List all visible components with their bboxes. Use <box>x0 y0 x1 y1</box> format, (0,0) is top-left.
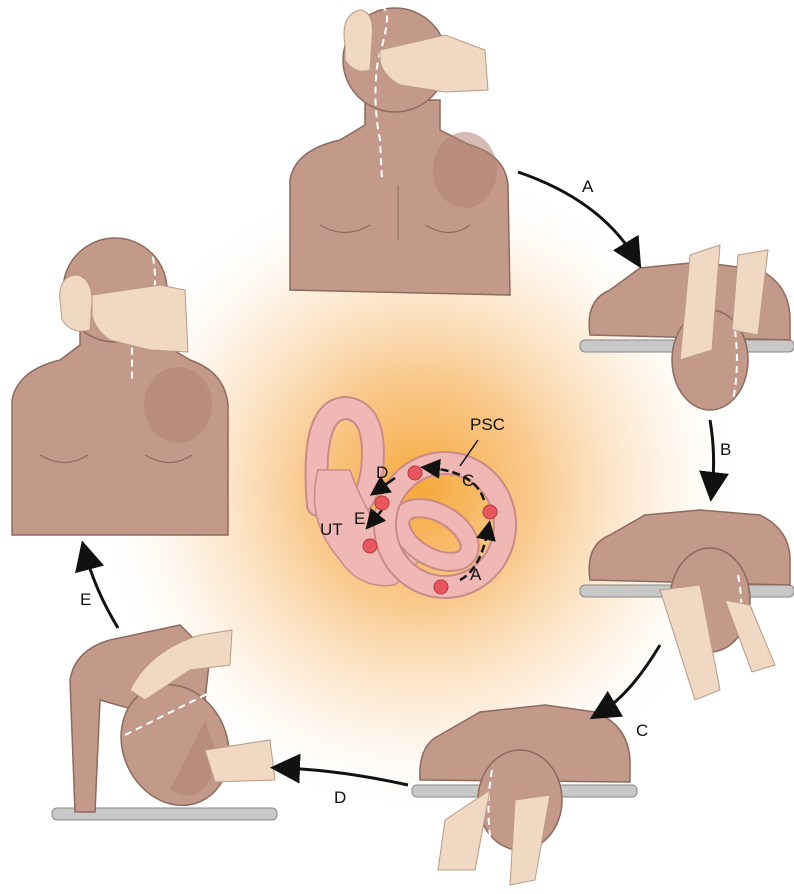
path-label-a: A <box>470 565 482 584</box>
path-label-c: C <box>462 471 474 490</box>
figure-seated-head-turned <box>290 8 510 295</box>
otoconia-particle <box>363 539 377 553</box>
otoconia-particle <box>434 580 448 594</box>
otoconia-particle <box>375 496 389 510</box>
otoconia-particle <box>408 466 422 480</box>
otoconia-particle <box>483 505 497 519</box>
path-label-d: D <box>376 463 388 482</box>
step-label-a: A <box>582 177 594 196</box>
utricle-label-ut: UT <box>320 520 343 539</box>
figure-side-lying <box>412 705 637 885</box>
step-label-d: D <box>334 788 346 807</box>
path-label-e: E <box>354 509 365 528</box>
step-label-e: E <box>80 590 91 609</box>
canal-label-psc: PSC <box>470 415 505 434</box>
step-label-b: B <box>720 440 731 459</box>
step-label-c: C <box>636 721 648 740</box>
